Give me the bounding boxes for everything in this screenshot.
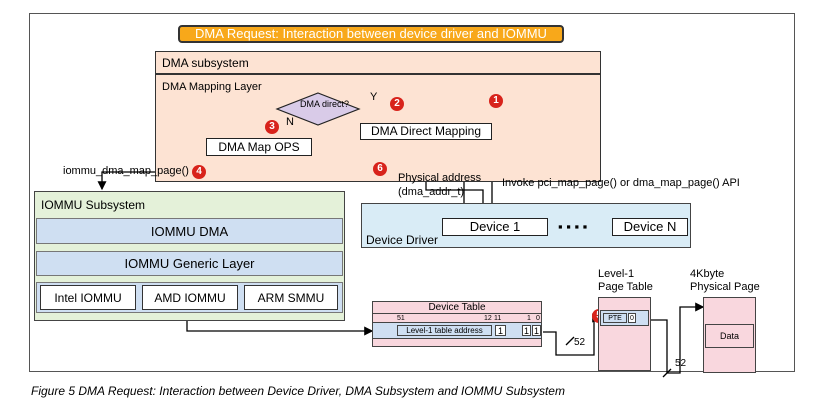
device-1-box: Device 1 — [442, 218, 548, 236]
level1-title-1: Level-1 — [598, 268, 635, 280]
dma-addr-label: (dma_addr_t) — [398, 186, 465, 198]
dma-map-ops-box: DMA Map OPS — [206, 138, 312, 156]
pte-label: PTE — [603, 313, 627, 323]
device-table-bottom — [372, 339, 542, 347]
amd-iommu-box: AMD IOMMU — [142, 285, 238, 310]
figure-frame — [29, 13, 795, 372]
dt-cell-1: 1 — [495, 325, 506, 336]
iommu-dma-layer: IOMMU DMA — [36, 218, 343, 244]
data-block: Data — [705, 324, 754, 348]
step-marker-2: 2 — [390, 97, 404, 111]
dma-direct-mapping-box: DMA Direct Mapping — [360, 123, 492, 140]
dt-cell-3: 1 — [532, 325, 541, 336]
level1-table-address: Level-1 table address — [397, 325, 492, 336]
intel-iommu-box: Intel IOMMU — [40, 285, 136, 310]
device-ellipsis: ▪ ▪ ▪ ▪ — [558, 219, 588, 234]
bit-51: 51 — [397, 315, 405, 322]
diagram-title: DMA Request: Interaction between device … — [178, 25, 564, 43]
physical-address-label: Physical address — [398, 172, 482, 184]
bit-11: 11 — [494, 315, 502, 322]
no-label: N — [286, 116, 294, 128]
bit-0: 0 — [536, 315, 540, 322]
dma-direct-decision — [275, 92, 361, 126]
decision-label: DMA direct? — [300, 99, 350, 109]
dt-cell-2: 1 — [522, 325, 531, 336]
figure-caption: Figure 5 DMA Request: Interaction betwee… — [31, 384, 565, 398]
level1-width: 52 — [675, 358, 687, 369]
pte-zero: 0 — [628, 313, 636, 323]
device-table-bits-row — [372, 314, 542, 322]
level1-title-2: Page Table — [598, 281, 653, 293]
iommu-call-label: iommu_dma_map_page() — [63, 165, 189, 177]
arm-smmu-box: ARM SMMU — [244, 285, 338, 310]
yes-label: Y — [370, 91, 378, 103]
step-marker-3: 3 — [265, 120, 279, 134]
phys-page-title-2: Physical Page — [690, 281, 760, 293]
iommu-generic-layer: IOMMU Generic Layer — [36, 251, 343, 276]
step-marker-1: 1 — [489, 94, 503, 108]
dma-subsystem: DMA subsystem — [155, 51, 601, 74]
step-marker-4: 4 — [192, 165, 206, 179]
bit-1: 1 — [527, 315, 531, 322]
device-table-title: Device Table — [372, 301, 542, 314]
step-marker-6: 6 — [373, 162, 387, 176]
device-table-width: 52 — [574, 337, 586, 348]
bit-12: 12 — [484, 315, 492, 322]
phys-page-title-1: 4Kbyte — [690, 268, 725, 280]
device-driver-label: Device Driver — [366, 233, 439, 247]
invoke-api-label: Invoke pci_map_page() or dma_map_page() … — [502, 177, 740, 189]
device-n-box: Device N — [612, 218, 688, 236]
level1-page-table — [598, 297, 651, 371]
